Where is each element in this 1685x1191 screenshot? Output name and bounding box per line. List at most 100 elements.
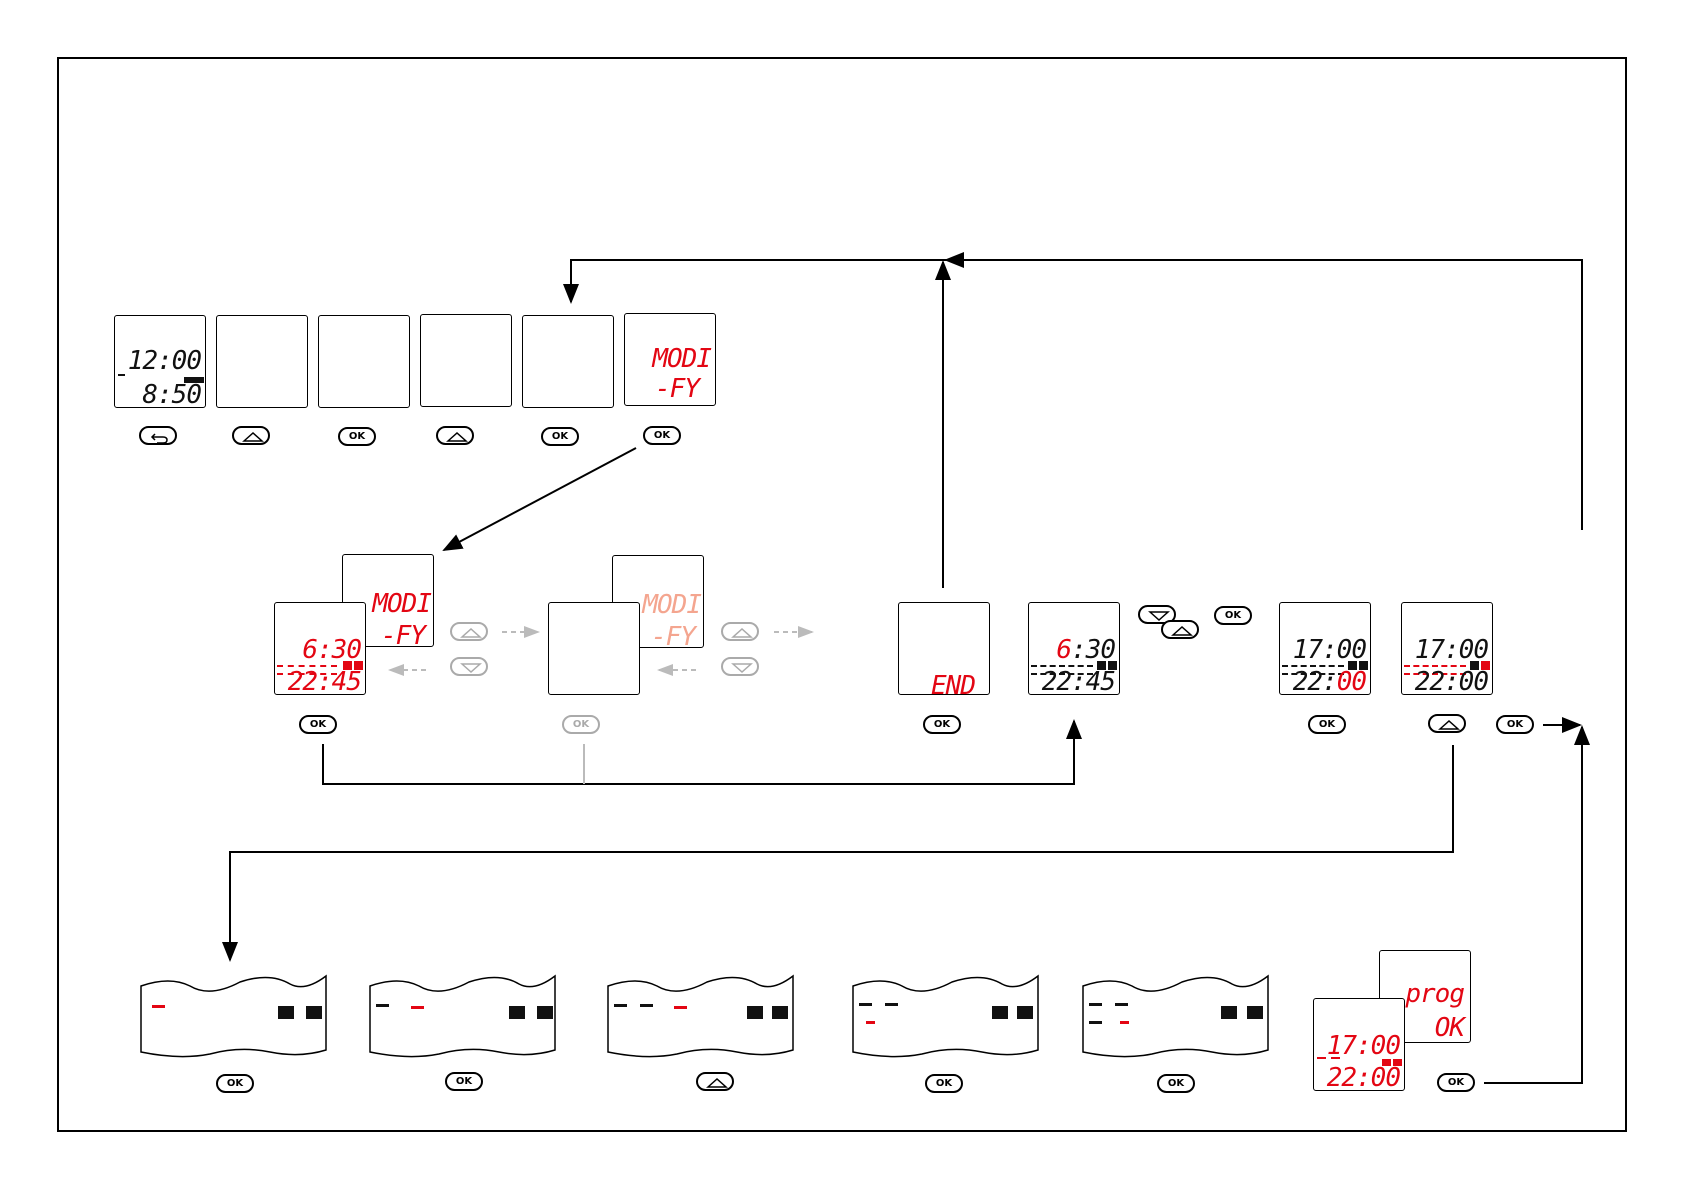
ok-button[interactable]: OK: [299, 715, 337, 734]
lcd-confirm-program: 17:00 22:00: [1313, 998, 1405, 1091]
ok-button[interactable]: OK: [925, 1074, 963, 1093]
off-minutes: 00: [1337, 667, 1366, 697]
lcd-strip-4: [852, 968, 1040, 1060]
cursor-mark: [118, 374, 125, 376]
day-indicator: [509, 1006, 525, 1019]
back-button[interactable]: [139, 426, 177, 445]
day-indicator: [1247, 1006, 1263, 1019]
up-button[interactable]: [450, 622, 488, 641]
lcd-strip-5: [1082, 968, 1270, 1060]
up-button[interactable]: [436, 426, 474, 445]
down-icon: [723, 659, 761, 678]
connector-ok-bracket: [323, 721, 1074, 784]
modify-line2: -FY: [651, 624, 695, 650]
lcd-blank-middle: [548, 602, 640, 695]
program-on-time: 6:30: [302, 637, 361, 663]
ok-button[interactable]: OK: [1214, 606, 1252, 625]
ok-button[interactable]: OK: [643, 426, 681, 445]
lcd-blank-4: [522, 315, 614, 408]
ok-button[interactable]: OK: [1496, 715, 1534, 734]
segment-marker: [152, 1005, 165, 1008]
lcd-strip-outline: [369, 968, 557, 1060]
segment-marker: [411, 1006, 424, 1009]
ok-button[interactable]: OK: [338, 427, 376, 446]
ok-button[interactable]: OK: [541, 427, 579, 446]
edit-off-time: 22:00: [1293, 669, 1366, 695]
confirm-line2: OK: [1435, 1015, 1464, 1041]
segment-marker: [885, 1003, 898, 1006]
edit-off-time: 22:00: [1415, 669, 1488, 695]
ok-button[interactable]: OK: [923, 715, 961, 734]
modify-line2: -FY: [381, 623, 425, 649]
day-indicator: [992, 1006, 1008, 1019]
segment-marker: [1115, 1003, 1128, 1006]
ok-button[interactable]: OK: [216, 1074, 254, 1093]
confirm-on-time: 17:00: [1327, 1033, 1400, 1059]
down-button[interactable]: [450, 657, 488, 676]
modify-line1: MODI: [372, 591, 431, 617]
lcd-program: 6:30 22:45: [274, 602, 366, 695]
clock-time: 12:00: [128, 348, 201, 374]
up-button[interactable]: [696, 1072, 734, 1091]
up-button[interactable]: [1428, 714, 1466, 733]
up-icon: [234, 428, 272, 447]
up-icon: [438, 428, 476, 447]
lcd-blank-2: [318, 315, 410, 408]
segment-marker: [859, 1003, 872, 1006]
segment-marker: [674, 1006, 687, 1009]
confirm-line1: prog: [1405, 981, 1464, 1007]
lcd-edit-complete: 17:00 22:00: [1401, 602, 1493, 695]
connector-modify-diagonal: [444, 448, 636, 550]
lcd-blank-3: [420, 314, 512, 407]
connector-top-left: [571, 260, 946, 302]
day-indicator: [306, 1006, 322, 1019]
lcd-clock: 12:00 8:50: [114, 315, 206, 408]
lcd-strip-3: [607, 968, 795, 1060]
up-button[interactable]: [232, 426, 270, 445]
off-hour: 22:: [1293, 667, 1337, 697]
program-off-time: 22:45: [288, 669, 361, 695]
ok-button[interactable]: OK: [1308, 715, 1346, 734]
lcd-edit-off-minutes: 17:00 22:00: [1279, 602, 1371, 695]
segment-marker: [1089, 1021, 1102, 1024]
up-icon: [723, 624, 761, 643]
program-on-time: 6:30: [1056, 637, 1115, 663]
ok-button[interactable]: OK: [1437, 1073, 1475, 1092]
lcd-strip-outline: [1082, 968, 1270, 1060]
day-indicator: [537, 1006, 553, 1019]
ok-button[interactable]: OK: [445, 1072, 483, 1091]
up-icon: [1163, 622, 1201, 641]
modify-line1: MODI: [642, 592, 701, 618]
on-hour: 6: [1056, 635, 1071, 665]
segment-marker: [376, 1004, 389, 1007]
back-icon: [141, 428, 179, 447]
day-indicator: [1221, 1006, 1237, 1019]
down-icon: [452, 659, 490, 678]
day-indicator: [278, 1006, 294, 1019]
edit-on-time: 17:00: [1293, 637, 1366, 663]
segment-marker: [614, 1004, 627, 1007]
segment-marker: [1120, 1021, 1129, 1024]
day-indicator: [747, 1006, 763, 1019]
ok-button[interactable]: OK: [1157, 1074, 1195, 1093]
lcd-strip-2: [369, 968, 557, 1060]
lcd-blank-1: [216, 315, 308, 408]
confirm-off-time: 22:00: [1327, 1065, 1400, 1091]
lcd-strip-outline: [852, 968, 1040, 1060]
timeline-dash: [1317, 1057, 1326, 1059]
ok-button-disabled[interactable]: OK: [562, 715, 600, 734]
connector-bottom-return: [1484, 727, 1582, 1083]
down-button[interactable]: [721, 657, 759, 676]
up-icon: [698, 1074, 736, 1093]
modify-line1: MODI: [652, 346, 711, 372]
lcd-modify: MODI -FY: [624, 313, 716, 406]
clock-seconds: 8:50: [142, 382, 201, 408]
lcd-end: END: [898, 602, 990, 695]
segment-marker: [640, 1004, 653, 1007]
up-button[interactable]: [1161, 620, 1199, 639]
lcd-strip-outline: [607, 968, 795, 1060]
day-indicator: [1017, 1006, 1033, 1019]
segment-marker: [1089, 1003, 1102, 1006]
up-button[interactable]: [721, 622, 759, 641]
program-off-time: 22:45: [1042, 669, 1115, 695]
